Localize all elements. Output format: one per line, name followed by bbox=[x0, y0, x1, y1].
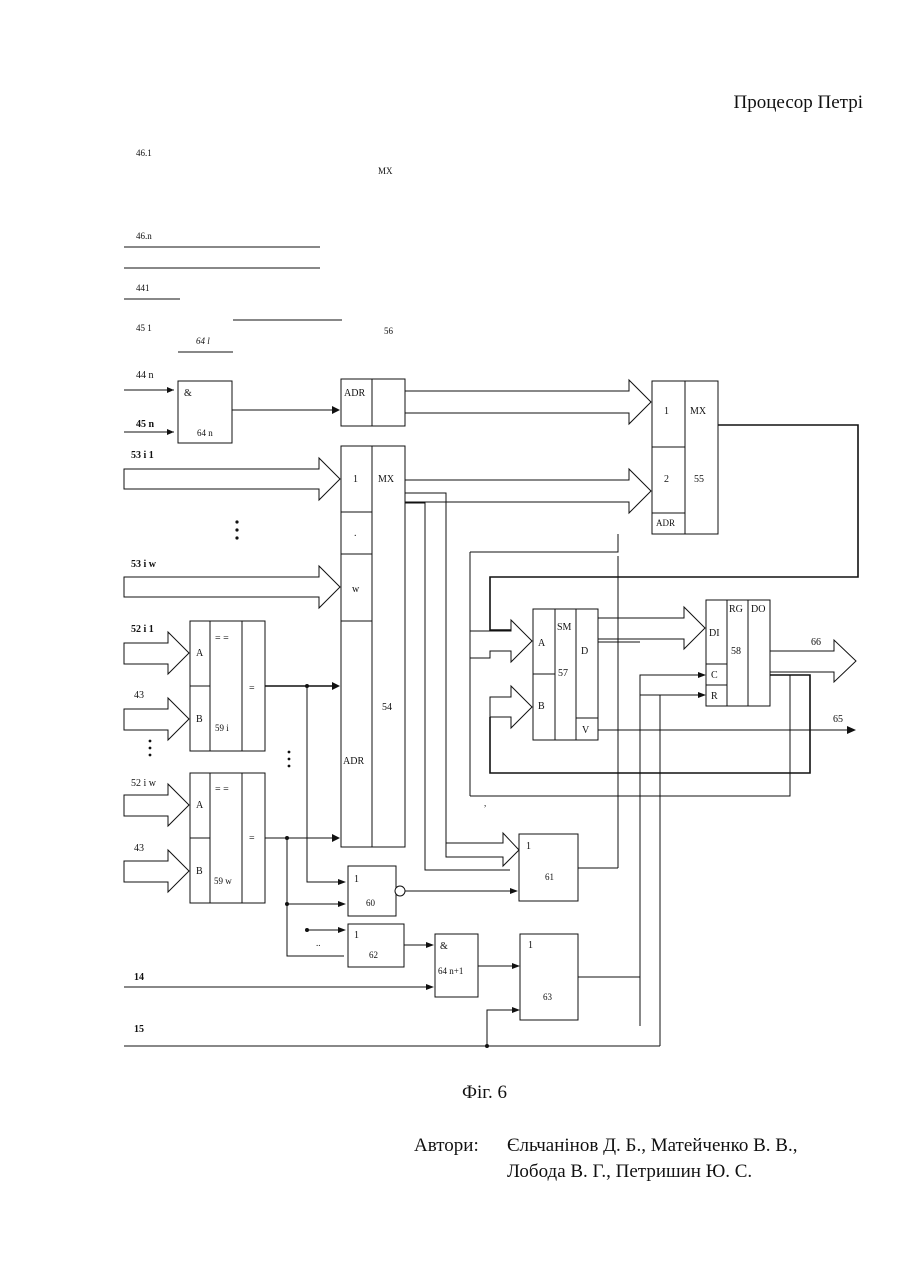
rg-58-r: R bbox=[711, 691, 718, 702]
cmp-59w-num: 59 w bbox=[214, 876, 232, 886]
label-64-1: 64 l bbox=[196, 336, 210, 346]
cmp-59w-op: = = bbox=[215, 784, 229, 795]
or-63-num: 63 bbox=[543, 992, 553, 1002]
label-52iw: 52 i w bbox=[131, 778, 157, 789]
label-out-66: 66 bbox=[811, 637, 821, 648]
or-62-op: 1 bbox=[354, 930, 359, 941]
sm-57-b: B bbox=[538, 701, 545, 712]
authors-block: Автори: Єльчанінов Д. Б., Матейченко В. … bbox=[414, 1133, 797, 1185]
sm-57-d: D bbox=[581, 646, 588, 657]
figure-caption: Фіг. 6 bbox=[462, 1082, 507, 1104]
label-43-b: 43 bbox=[134, 843, 144, 854]
label-56: 56 bbox=[384, 326, 394, 336]
adr-box-label: ADR bbox=[344, 388, 365, 399]
label-14: 14 bbox=[134, 972, 144, 983]
authors-line-2: Лобода В. Г., Петришин Ю. С. bbox=[507, 1159, 752, 1185]
sm-57-num: 57 bbox=[558, 668, 568, 679]
and-64n1-num: 64 n+1 bbox=[438, 966, 463, 976]
and-64n-num: 64 n bbox=[197, 428, 213, 438]
and-64n1-op: & bbox=[440, 941, 448, 952]
label-out-65: 65 bbox=[833, 714, 843, 725]
authors-line-1: Єльчанінов Д. Б., Матейченко В. В., bbox=[507, 1133, 797, 1159]
label-52i1: 52 i 1 bbox=[131, 624, 154, 635]
cmp-59i-b: B bbox=[196, 714, 203, 725]
small-dots: .. bbox=[316, 938, 321, 948]
or-60-num: 60 bbox=[366, 898, 376, 908]
small-tick: , bbox=[484, 798, 486, 808]
label-53i1: 53 i 1 bbox=[131, 450, 154, 461]
cmp-59w-eq: = bbox=[249, 833, 255, 844]
mux-54-in1: 1 bbox=[353, 474, 358, 485]
label-53iw: 53 i w bbox=[131, 559, 157, 570]
label-15: 15 bbox=[134, 1024, 144, 1035]
label-45n: 45 n bbox=[136, 419, 155, 430]
label-43-a: 43 bbox=[134, 690, 144, 701]
authors-label: Автори: bbox=[414, 1133, 507, 1159]
label-441: 441 bbox=[136, 283, 150, 293]
mux-55-num: 55 bbox=[694, 474, 704, 485]
cmp-59i-op: = = bbox=[215, 633, 229, 644]
mux-55-in2: 2 bbox=[664, 474, 669, 485]
mux-54-num: 54 bbox=[382, 702, 392, 713]
mux-54 bbox=[341, 446, 405, 847]
mux-54-adr: ADR bbox=[343, 756, 364, 767]
label-46-1: 46.1 bbox=[136, 148, 152, 158]
or-61-op: 1 bbox=[526, 841, 531, 852]
rg-58-c: C bbox=[711, 670, 718, 681]
or-61-num: 61 bbox=[545, 872, 554, 882]
mux-54-dot: . bbox=[354, 528, 357, 539]
sm-57-type: SM bbox=[557, 622, 572, 633]
label-mx-top: MX bbox=[378, 166, 393, 176]
label-45-1: 45 1 bbox=[136, 323, 152, 333]
and-64n-op: & bbox=[184, 388, 192, 399]
rg-58-do: DO bbox=[751, 604, 765, 615]
label-46-n: 46.n bbox=[136, 231, 152, 241]
adr-register-box bbox=[341, 379, 405, 426]
sm-57-v: V bbox=[582, 725, 590, 736]
cmp-59w-a: A bbox=[196, 800, 204, 811]
mux-54-inw: w bbox=[352, 584, 360, 595]
or-60-op: 1 bbox=[354, 874, 359, 885]
rg-58-num: 58 bbox=[731, 646, 741, 657]
or-63-op: 1 bbox=[528, 940, 533, 951]
label-44n: 44 n bbox=[136, 370, 154, 381]
mux-54-type: MX bbox=[378, 474, 395, 485]
cmp-59i-num: 59 i bbox=[215, 723, 229, 733]
rg-58-di: DI bbox=[709, 628, 720, 639]
mux-55-type: MX bbox=[690, 406, 707, 417]
sm-57-a: A bbox=[538, 638, 546, 649]
mux-55-in1: 1 bbox=[664, 406, 669, 417]
rg-58-type: RG bbox=[729, 604, 743, 615]
cmp-59i-a: A bbox=[196, 648, 204, 659]
mux-55-adr: ADR bbox=[656, 518, 675, 528]
or-62-num: 62 bbox=[369, 950, 378, 960]
cmp-59w-b: B bbox=[196, 866, 203, 877]
cmp-59i-eq: = bbox=[249, 683, 255, 694]
